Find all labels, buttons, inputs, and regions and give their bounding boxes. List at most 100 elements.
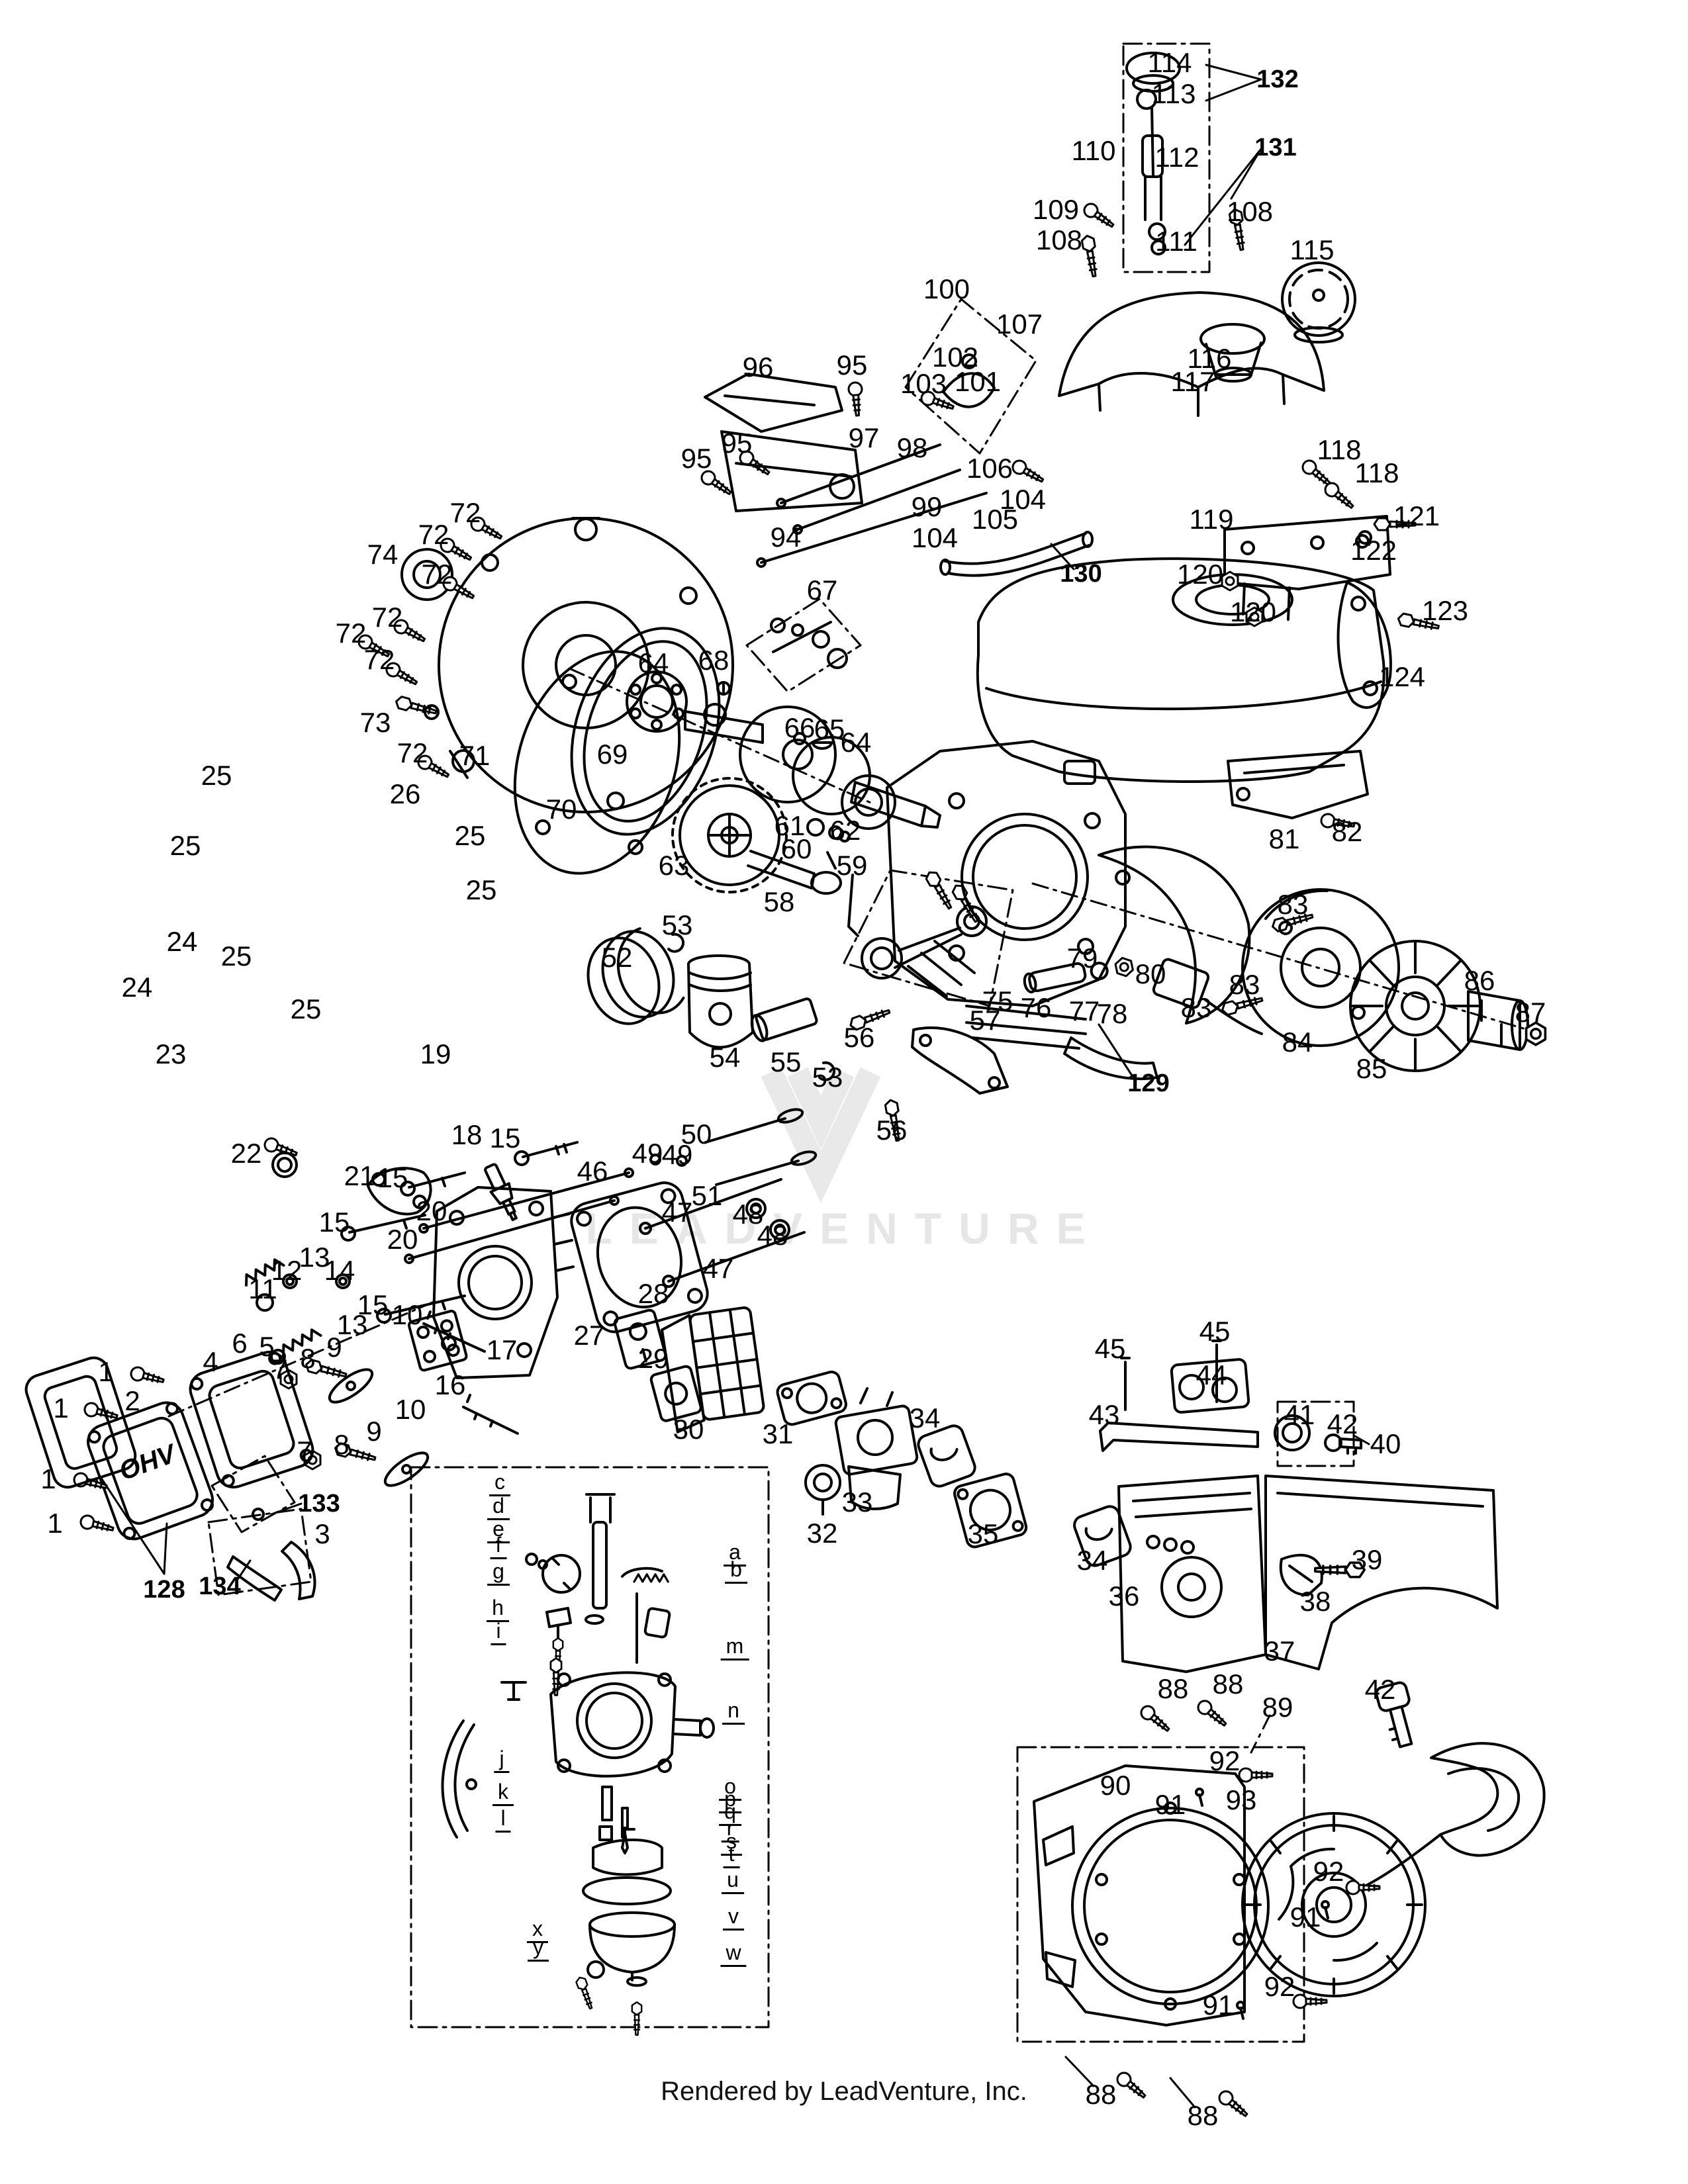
- callout-108: 108: [1035, 224, 1083, 255]
- callout-91: 91: [1154, 1789, 1186, 1820]
- muffler-gaskets: [261, 1135, 301, 1178]
- callout-79: 79: [1066, 942, 1098, 974]
- callout-95: 95: [721, 428, 753, 459]
- callout-20: 20: [416, 1195, 447, 1226]
- callout-4: 4: [203, 1346, 218, 1377]
- callout-1: 1: [47, 1508, 63, 1539]
- callout-105: 105: [971, 504, 1019, 535]
- callout-56: 56: [876, 1115, 908, 1146]
- callout-22: 22: [230, 1138, 262, 1169]
- idle-knob: [500, 1681, 527, 1701]
- rocker-plate: [407, 1310, 468, 1372]
- callout-52: 52: [601, 942, 633, 973]
- callout-107: 107: [996, 308, 1043, 340]
- callout-d: d: [487, 1495, 510, 1520]
- callout-43: 43: [1088, 1399, 1120, 1430]
- callout-f: f: [490, 1534, 507, 1559]
- cylinder-studs-caps: [1023, 954, 1135, 994]
- callout-130: 130: [1060, 560, 1102, 588]
- callout-91: 91: [1202, 1989, 1234, 2021]
- crankcase-cover: [438, 517, 734, 813]
- callout-u: u: [722, 1869, 744, 1894]
- callout-28: 28: [637, 1278, 669, 1309]
- callout-h: h: [487, 1597, 509, 1622]
- callout-104: 104: [911, 522, 959, 553]
- callout-1: 1: [40, 1463, 56, 1494]
- callout-11: 11: [248, 1273, 277, 1304]
- callout-83: 83: [1180, 992, 1212, 1023]
- circlip-b: [818, 1061, 836, 1081]
- callout-r: r: [721, 1817, 739, 1843]
- callout-119: 119: [1189, 504, 1234, 535]
- tank-bracket-parts: [918, 353, 996, 416]
- callout-129: 129: [1127, 1069, 1170, 1097]
- key-grommet-group-box: [1276, 1400, 1355, 1467]
- callout-13: 13: [299, 1242, 330, 1273]
- callout-s: s: [721, 1831, 742, 1856]
- callout-38: 38: [1299, 1586, 1331, 1617]
- callout-39: 39: [1351, 1544, 1383, 1575]
- callout-53: 53: [812, 1062, 843, 1093]
- callout-111: 111: [1155, 226, 1197, 257]
- callout-115: 115: [1289, 234, 1335, 265]
- tank-mount-bracket: [1223, 515, 1391, 621]
- recoil-starter: [1241, 1812, 1427, 1997]
- choke-knob: [804, 1464, 841, 1516]
- callout-15: 15: [489, 1122, 521, 1154]
- callout-14: 14: [324, 1255, 355, 1286]
- ignition-key: [1375, 1681, 1413, 1749]
- carb-gasket-b: [1073, 1505, 1132, 1567]
- callout-13: 13: [336, 1309, 368, 1340]
- tank-bracket-group-box: [904, 298, 1037, 455]
- push-rods: [404, 1167, 634, 1264]
- callout-72: 72: [397, 737, 428, 768]
- callout-21: 21: [344, 1160, 375, 1191]
- callout-132: 132: [1256, 66, 1299, 93]
- callout-92: 92: [1209, 1745, 1241, 1776]
- oil-seal: [400, 548, 453, 601]
- callout-74: 74: [367, 539, 399, 570]
- float: [592, 1828, 663, 1876]
- breather-parts: [226, 1508, 316, 1602]
- fuel-filter: [1199, 323, 1266, 383]
- callout-n: n: [722, 1700, 745, 1725]
- callout-124: 124: [1378, 661, 1426, 692]
- callout-121: 121: [1393, 500, 1440, 531]
- callout-c: c: [489, 1471, 510, 1496]
- callout-118: 118: [1354, 457, 1399, 488]
- callout-106: 106: [966, 453, 1013, 484]
- callout-53: 53: [661, 909, 693, 940]
- recoil-screws: [1113, 1696, 1381, 2122]
- callout-120: 120: [1229, 596, 1277, 627]
- callout-15: 15: [318, 1206, 350, 1238]
- control-rods: [756, 443, 988, 568]
- callout-10: 10: [395, 1394, 426, 1425]
- callout-29: 29: [637, 1343, 669, 1374]
- governor-parts: [770, 617, 848, 669]
- callout-24: 24: [121, 972, 153, 1003]
- callout-108: 108: [1226, 196, 1274, 227]
- carburetor: [834, 1387, 919, 1510]
- stiffener-bracket: [911, 1026, 1009, 1095]
- callout-17: 17: [486, 1334, 518, 1365]
- callout-2: 2: [124, 1385, 140, 1416]
- callout-89: 89: [1262, 1692, 1293, 1723]
- callout-109: 109: [1032, 194, 1080, 225]
- callout-v: v: [723, 1905, 744, 1931]
- crankcase-gasket: [570, 627, 721, 836]
- belt-guard: [1336, 581, 1392, 709]
- circlip-a: [667, 933, 685, 953]
- choke-control-knob: [1279, 1553, 1323, 1596]
- dipstick-cap: [1125, 52, 1181, 255]
- callout-40: 40: [1370, 1428, 1401, 1459]
- callout-l: l: [495, 1807, 511, 1833]
- callout-5: 5: [259, 1331, 275, 1362]
- callout-122: 122: [1350, 535, 1397, 566]
- breather-plate: [613, 1308, 667, 1370]
- callout-88: 88: [1212, 1668, 1244, 1700]
- callout-88: 88: [1187, 2100, 1219, 2131]
- callout-80: 80: [1135, 958, 1166, 989]
- engine-shroud: [1117, 1475, 1499, 1673]
